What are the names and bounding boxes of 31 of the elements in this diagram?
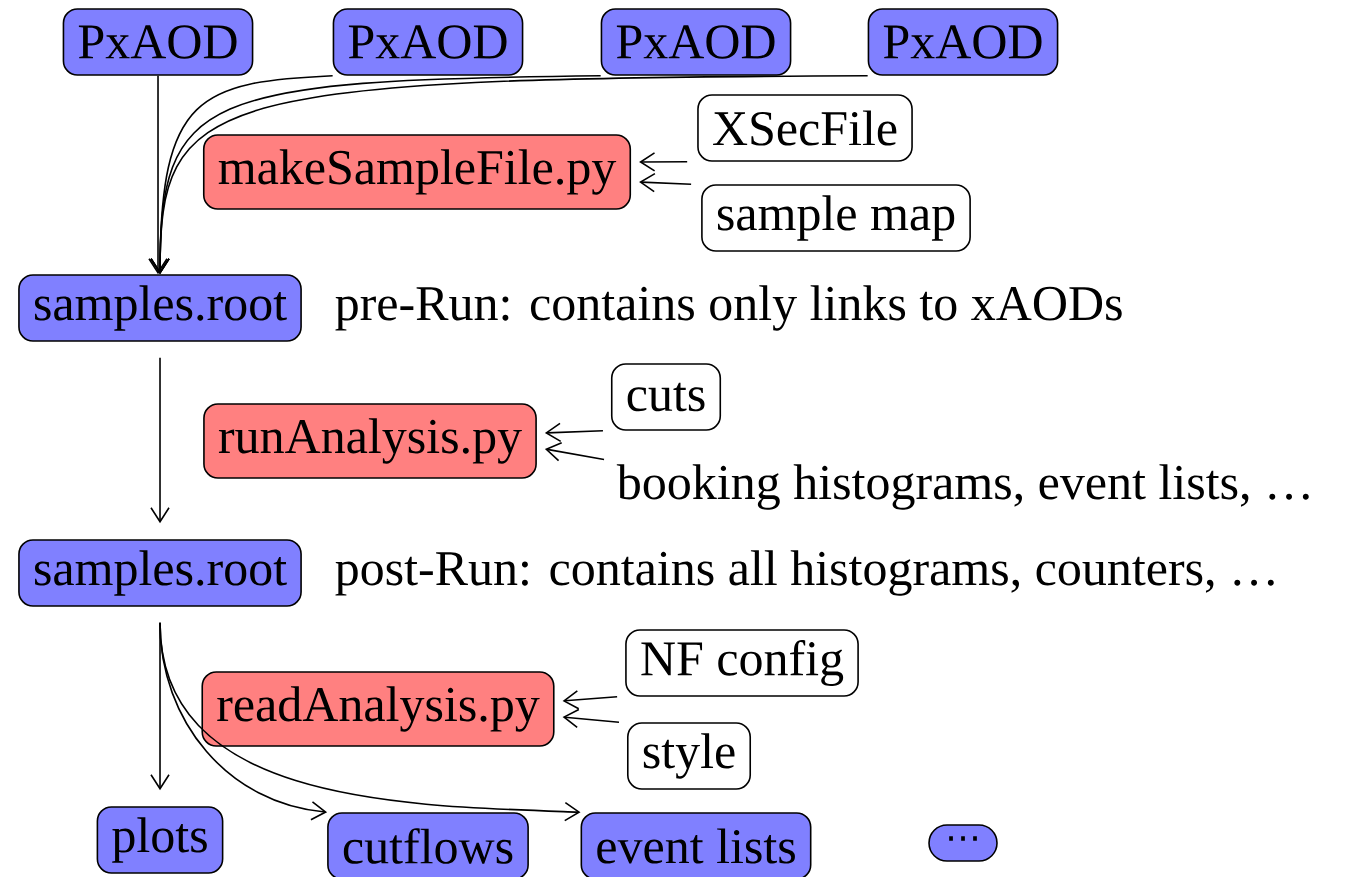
input-text: booking histograms, event lists, … xyxy=(616,464,1309,510)
arrow xyxy=(544,442,605,462)
arrow xyxy=(562,690,618,710)
ellipsis-box: ⋯ xyxy=(928,824,998,862)
note-text: pre-Run: contains only links to xAODs xyxy=(335,285,1122,331)
script-box: makeSampleFile.py xyxy=(202,134,632,210)
input-box: style xyxy=(627,722,752,790)
arrow xyxy=(150,357,170,524)
file-box: samples.root xyxy=(18,274,302,342)
input-box: XSecFile xyxy=(697,94,913,162)
file-box: event lists xyxy=(580,812,812,877)
script-box: readAnalysis.py xyxy=(201,671,555,747)
file-box: PxAOD xyxy=(600,8,792,76)
file-box: PxAOD xyxy=(867,8,1059,76)
arrow xyxy=(639,152,688,172)
arrow xyxy=(562,708,620,729)
file-box: PxAOD xyxy=(62,8,254,76)
file-box: plots xyxy=(96,806,224,874)
arrow xyxy=(639,172,692,193)
arrow xyxy=(150,75,869,275)
arrow xyxy=(159,622,581,822)
file-box: PxAOD xyxy=(332,8,524,76)
input-box: cuts xyxy=(610,363,722,431)
note-text: post-Run: contains all histograms, counters, … xyxy=(335,550,1274,596)
input-box: sample map xyxy=(701,184,971,252)
arrow xyxy=(544,422,604,443)
arrow xyxy=(148,75,168,275)
script-box: runAnalysis.py xyxy=(203,403,537,479)
input-box: NF config xyxy=(625,629,859,697)
file-box: cutflows xyxy=(327,812,529,877)
file-box: samples.root xyxy=(18,539,302,607)
